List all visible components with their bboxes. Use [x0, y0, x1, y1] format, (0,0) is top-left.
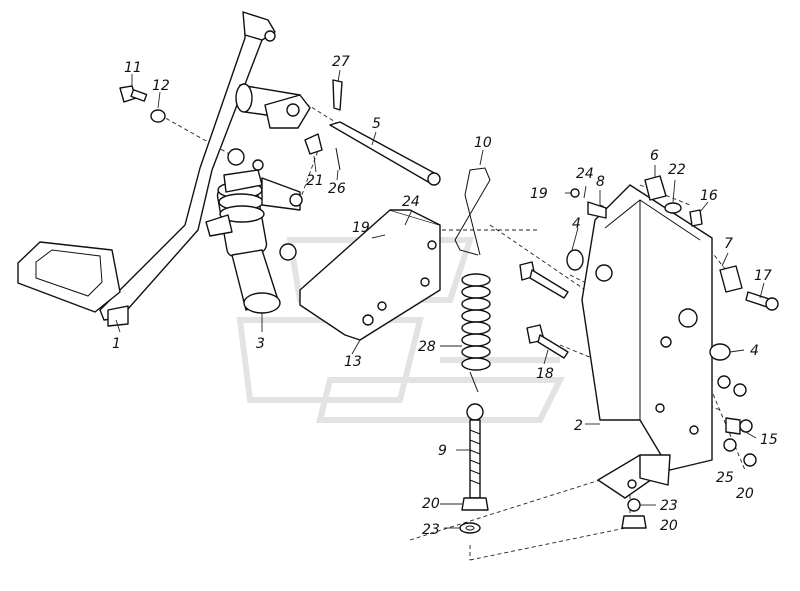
callout-16: 16 [700, 188, 718, 204]
bracket-13 [299, 209, 441, 341]
callout-21: 21 [306, 173, 324, 189]
spring-hook-10 [454, 167, 491, 256]
callout-17: 17 [754, 268, 772, 284]
callout-15: 15 [760, 432, 778, 448]
support-bracket-2 [581, 184, 713, 499]
callout-1: 1 [112, 336, 121, 352]
right-hardware [570, 175, 779, 529]
callout-4-upper: 4 [572, 216, 581, 232]
callout-4-lower: 4 [750, 343, 759, 359]
callout-26: 26 [328, 181, 346, 197]
bolt-11-washer-12 [119, 85, 166, 123]
callout-28: 28 [418, 339, 436, 355]
rod-nut-washer [459, 497, 489, 534]
callout-9: 9 [438, 443, 447, 459]
callout-23-rod: 23 [422, 522, 440, 538]
callout-20-rod: 20 [422, 496, 440, 512]
callout-6: 6 [650, 148, 659, 164]
callout-13: 13 [344, 354, 362, 370]
callout-27: 27 [332, 54, 350, 70]
callout-20-right: 20 [736, 486, 754, 502]
callout-8: 8 [596, 174, 605, 190]
callout-24-left: 24 [402, 194, 420, 210]
callout-19-left: 19 [352, 220, 370, 236]
master-cylinder [205, 148, 303, 314]
leader-lines [115, 69, 765, 529]
callout-12: 12 [152, 78, 170, 94]
callout-10: 10 [474, 135, 492, 151]
callout-labels: 1 2 3 4 4 5 6 7 8 9 10 11 12 13 15 16 17… [112, 54, 778, 538]
callout-2: 2 [574, 418, 583, 434]
coil-spring-28 [461, 273, 491, 393]
callout-24-right: 24 [576, 166, 594, 182]
pin-part-5 [329, 121, 441, 186]
bolt-group-left [519, 249, 584, 359]
callout-5: 5 [372, 116, 381, 132]
callout-7: 7 [724, 236, 733, 252]
callout-25: 25 [716, 470, 734, 486]
callout-23-right: 23 [660, 498, 678, 514]
pedal-lever [17, 11, 276, 327]
callout-19-right: 19 [530, 186, 548, 202]
callout-3: 3 [256, 336, 265, 352]
callout-22: 22 [668, 162, 686, 178]
callout-18: 18 [536, 366, 554, 382]
small-fasteners-top [304, 79, 343, 171]
eye-rod-9 [466, 403, 484, 499]
callout-11: 11 [124, 60, 142, 76]
callout-20-bottom: 20 [660, 518, 678, 534]
pedal-shaft-boss [235, 83, 311, 129]
